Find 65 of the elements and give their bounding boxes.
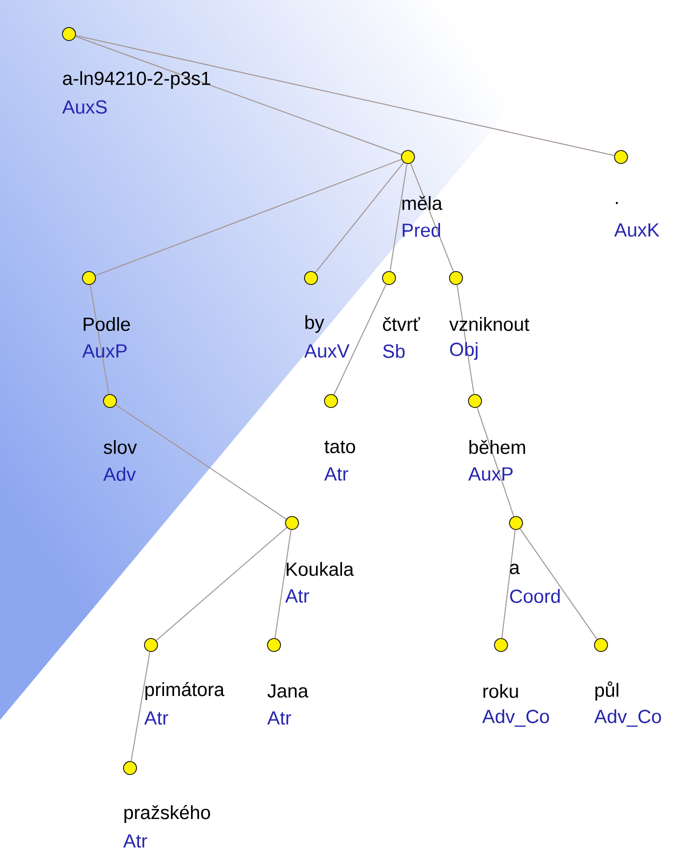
function-tag: Obj <box>450 342 478 360</box>
tree-node <box>144 638 158 652</box>
word-label: a <box>510 564 520 574</box>
word-label: slov <box>104 440 137 454</box>
function-tag: AuxK <box>614 223 660 237</box>
function-tag: Atr <box>144 711 168 725</box>
tree-edge <box>115 404 287 520</box>
tree-edge <box>130 651 150 762</box>
word-label: Jana <box>268 684 308 698</box>
function-tag: AuxP <box>468 467 513 481</box>
function-tag: AuxV <box>304 344 350 358</box>
word-label: pražského <box>124 805 210 823</box>
word-label: čtvrť <box>383 317 420 332</box>
tree-node <box>82 271 96 285</box>
tree-edge <box>476 407 514 517</box>
word-label: by <box>305 315 324 333</box>
word-label: . <box>616 202 618 204</box>
function-tag: Atr <box>285 589 310 603</box>
word-label: Koukala <box>286 562 354 576</box>
word-label: a-ln94210-2-p3s1 <box>63 71 210 89</box>
tree-node <box>103 394 117 408</box>
tree-node <box>494 638 508 652</box>
tree-node <box>382 271 396 285</box>
tree-node <box>509 516 523 530</box>
word-label: Podle <box>84 317 130 331</box>
tree-node <box>401 150 415 164</box>
tree-edge <box>501 529 516 639</box>
tree-edge <box>456 284 474 395</box>
word-label: měla <box>402 196 442 210</box>
tree-node <box>449 271 463 285</box>
function-tag: Adv_Co <box>482 709 549 727</box>
tree-edge <box>410 162 454 272</box>
tree-edge <box>333 284 387 396</box>
tree-edge <box>75 35 615 156</box>
function-tag: Pred <box>402 223 440 237</box>
function-tag: Atr <box>123 834 148 848</box>
tree-node <box>267 638 281 652</box>
tree-node <box>62 27 76 41</box>
word-label: během <box>469 440 526 454</box>
function-tag: AuxS <box>62 100 107 114</box>
tree-edge <box>314 162 404 274</box>
tree-edge <box>390 163 408 272</box>
word-label: tato <box>324 440 356 454</box>
tree-node <box>594 638 608 652</box>
function-tag: Atr <box>324 467 348 481</box>
function-tag: Adv_Co <box>594 709 661 727</box>
word-label: půl <box>595 681 618 701</box>
tree-edge <box>156 527 288 641</box>
function-tag: Coord <box>510 589 560 603</box>
tree-edge <box>74 36 402 156</box>
word-label: primátora <box>145 682 224 700</box>
word-label: vzniknout <box>449 317 530 331</box>
word-label: roku <box>483 684 518 698</box>
function-tag: Adv <box>103 467 136 481</box>
tree-edge <box>94 158 402 276</box>
tree-edge <box>90 284 110 395</box>
tree-node <box>468 394 482 408</box>
function-tag: Sb <box>383 344 405 358</box>
function-tag: Atr <box>267 711 292 725</box>
tree-edge <box>274 529 292 639</box>
tree-node <box>614 150 628 164</box>
tree-node <box>285 516 299 530</box>
tree-edge <box>519 528 598 640</box>
tree-node <box>123 761 137 775</box>
tree-node <box>324 394 338 408</box>
